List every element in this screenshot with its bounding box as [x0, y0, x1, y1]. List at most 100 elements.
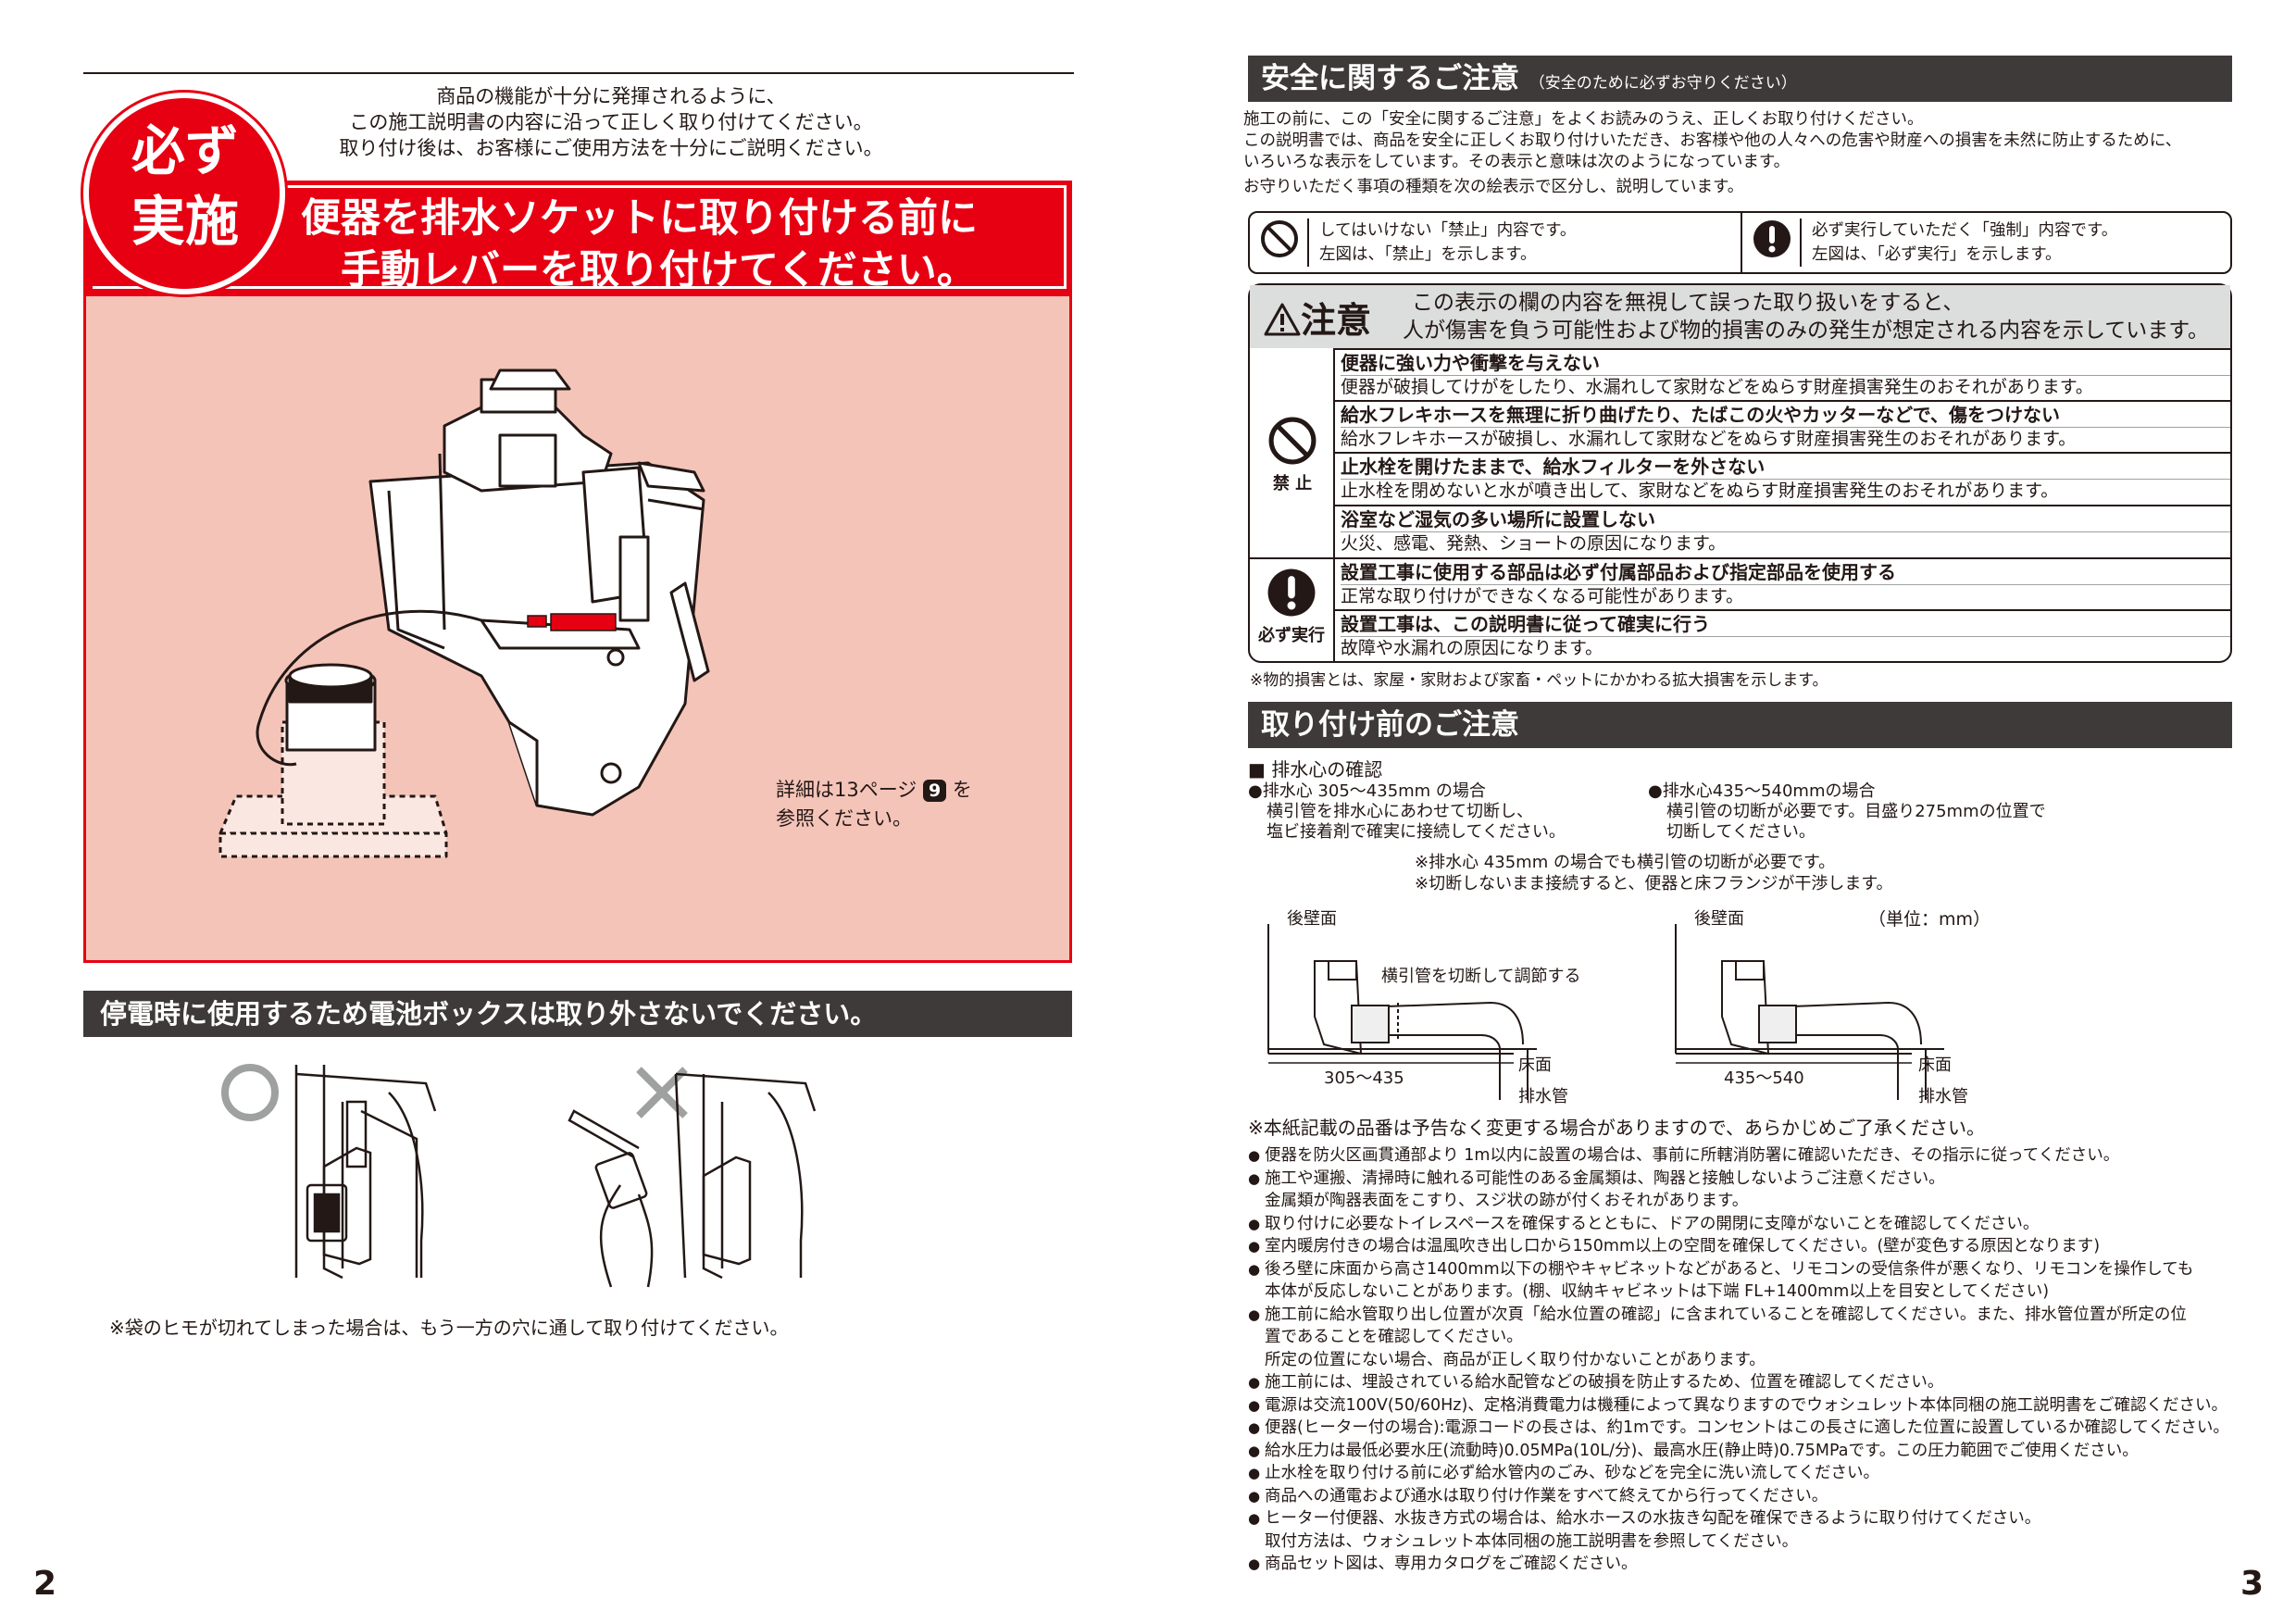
step-badge: 9	[923, 780, 947, 802]
list-item-cont: 所定の位置にない場合、商品が正しく取り付かないことがあります。	[1265, 1350, 1766, 1369]
range-label: 435〜540	[1724, 1068, 1804, 1088]
caution-row: 便器に強い力や衝撃を与えない 便器が破損してけがをしたり、水漏れして家財などをぬ…	[1335, 348, 2230, 398]
page-number-left: 2	[33, 1565, 57, 1603]
prohibit-label: 禁 止	[1272, 474, 1313, 493]
drain-pipe-label: 排水管	[1518, 1087, 1568, 1106]
floor-label: 床面	[1518, 1056, 1552, 1075]
detail-note-text: 参照ください。	[776, 807, 912, 830]
list-item: ヒーター付便器、水抜き方式の場合は、給水ホースの水抜き勾配を確保できるように取り…	[1248, 1507, 2248, 1530]
legend-line: 左図は、「禁止」を示します。	[1319, 245, 1537, 264]
unit-label: （単位：mm）	[1868, 909, 1991, 930]
drain-pipe-label: 排水管	[1918, 1087, 1968, 1106]
caution-row-title: 浴室など湿気の多い場所に設置しない	[1341, 508, 1655, 531]
safety-heading: 安全に関するご注意	[1261, 62, 1519, 95]
drain-line: 切断してください。	[1666, 822, 1816, 842]
list-item-cont: 金属類が陶器表面をこすり、スジ状の跡が付くおそれがあります。	[1265, 1192, 1749, 1210]
caution-row: 止水栓を開けたままで、給水フィルターを外さない 止水栓を閉めないと水が噴き出して…	[1335, 452, 2230, 502]
mandatory-cell: 必ず実行	[1252, 567, 1331, 646]
caution-word: 注意	[1301, 300, 1372, 341]
battery-box-illustrations	[221, 1064, 817, 1288]
string-footnote: ※袋のヒモが切れてしまった場合は、もう一方の穴に通して取り付けてください。	[109, 1317, 789, 1339]
wall-label: 後壁面	[1694, 909, 1744, 929]
list-item: 止水栓を取り付ける前に必ず給水管内のごみ、砂などを完全に洗い流してください。	[1248, 1462, 2248, 1485]
list-item: 商品への通電および通水は取り付け作業をすべて終えてから行ってください。	[1248, 1485, 2248, 1508]
prohibit-icon	[1261, 220, 1298, 257]
caution-description: この表示の欄の内容を無視して誤った取り扱いをすると、 人が傷害を負う可能性および…	[1403, 289, 2209, 344]
safety-heading-bar: 安全に関するご注意 （安全のために必ずお守りください）	[1248, 56, 2232, 102]
list-item-cont: 取付方法は、ウォシュレット本体同梱の施工説明書を参照してください。	[1265, 1531, 1799, 1551]
caution-row: 浴室など湿気の多い場所に設置しない 火災、感電、発熱、ショートの原因になります。	[1335, 505, 2230, 555]
caution-table	[1248, 283, 2232, 663]
list-item: 施工前に給水管取り出し位置が次頁「給水位置の確認」に含まれていることを確認してく…	[1248, 1304, 2248, 1327]
safety-intro-line: お守りいただく事項の種類を次の絵表示で区分し、説明しています。	[1243, 178, 1744, 196]
caution-label: 注意	[1264, 292, 1371, 343]
caution-row-title: 設置工事は、この説明書に従って確実に行う	[1341, 613, 1710, 635]
legend-divider	[1741, 213, 1742, 272]
list-item: 便器を防火区画貫通部より 1m以内に設置の場合は、事前に所轄消防署に確認いただき…	[1248, 1144, 2248, 1168]
property-damage-note: ※物的損害とは、家屋・家財および家畜・ペットにかかわる拡大損害を示します。	[1250, 671, 1828, 690]
drain-line: ●排水心 305〜435mm の場合	[1248, 781, 1486, 801]
must-do-seal	[83, 93, 285, 294]
intro-line: 取り付け後は、お客様にご使用方法を十分にご説明ください。	[339, 137, 883, 159]
intro-line: 商品の機能が十分に発揮されるように、	[436, 85, 786, 107]
safety-intro-line: いろいろな表示をしています。その表示と意味は次のようになっています。	[1243, 153, 1791, 171]
safety-intro: 施工の前に、この「安全に関するご注意」をよくお読みのうえ、正しくお取り付けくださ…	[1243, 109, 2243, 198]
caution-icon-column	[1250, 348, 1335, 661]
legend-mandatory-text: 必ず実行していただく「強制」内容です。 左図は、「必ず実行」を示します。	[1812, 219, 2117, 267]
list-item: 便器(ヒーター付の場合):電源コードの長さは、約1mです。コンセントはこの長さに…	[1248, 1417, 2248, 1440]
icon-column-divider	[1250, 557, 1333, 559]
wall-label: 後壁面	[1287, 909, 1337, 929]
list-item: 商品セット図は、専用カタログをご確認ください。	[1248, 1553, 2248, 1576]
drain-notes: ※排水心 435mm の場合でも横引管の切断が必要です。 ※切断しないまま接続す…	[1415, 852, 1893, 894]
caution-row-desc: 火災、感電、発熱、ショートの原因になります。	[1341, 531, 2230, 555]
legend-prohibit-text: してはいけない「禁止」内容です。 左図は、「禁止」を示します。	[1319, 219, 1576, 267]
list-item-cont: 置であることを確認してください。	[1265, 1328, 1523, 1346]
intro-text: 商品の機能が十分に発揮されるように、 この施工説明書の内容に沿って正しく取り付け…	[278, 83, 944, 161]
caution-row-desc: 止水栓を閉めないと水が噴き出して、家財などをぬらす財産損害発生のおそれがあります…	[1341, 479, 2230, 502]
mandatory-icon	[1753, 220, 1791, 257]
drain-case-b: ●排水心435〜540mmの場合 横引管の切断が必要です。目盛り275mmの位置…	[1648, 781, 2046, 843]
banner-frame	[93, 185, 1067, 289]
floor-label: 床面	[1918, 1056, 1952, 1075]
drain-note: ※排水心 435mm の場合でも横引管の切断が必要です。	[1415, 853, 1836, 872]
mandatory-icon	[1267, 568, 1316, 617]
caution-row-desc: 故障や水漏れの原因になります。	[1341, 636, 2230, 659]
symbol-legend	[1248, 211, 2232, 274]
list-item: 室内暖房付きの場合は温風吹き出し口から150mm以上の空間を確保してください。(…	[1248, 1235, 2248, 1258]
warning-triangle-icon	[1264, 303, 1301, 336]
prohibit-cell: 禁 止	[1267, 415, 1318, 494]
caution-desc-line: 人が傷害を負う可能性および物的損害のみの発生が想定される内容を示しています。	[1403, 319, 2210, 343]
caution-row-title: 給水フレキホースを無理に折り曲げたり、たばこの火やカッターなどで、傷をつけない	[1341, 404, 2060, 426]
drain-center-heading: ■ 排水心の確認	[1248, 758, 1383, 781]
pre-install-heading: 取り付け前のご注意	[1248, 702, 2232, 748]
seal-text: 必ず 実施	[131, 119, 239, 253]
toilet-lever-illustration	[218, 369, 710, 858]
red-tag	[550, 613, 617, 631]
intro-line: この施工説明書の内容に沿って正しく取り付けてください。	[349, 111, 873, 133]
caution-row: 設置工事は、この説明書に従って確実に行う 故障や水漏れの原因になります。	[1335, 609, 2230, 659]
drain-line: 横引管の切断が必要です。目盛り275mmの位置で	[1666, 802, 2046, 821]
legend-line: してはいけない「禁止」内容です。	[1319, 221, 1577, 240]
legend-mandatory-cell	[1752, 219, 1802, 267]
safety-intro-line: この説明書では、商品を安全に正しくお取り付けいただき、お客様や他の人々への危害や…	[1243, 131, 2182, 150]
caution-row: 設置工事に使用する部品は必ず付属部品および指定部品を使用する 正常な取り付けがで…	[1335, 557, 2230, 607]
list-item: 施工前には、埋設されている給水配管などの破損を防止するため、位置を確認してくださ…	[1248, 1371, 2248, 1394]
caution-row-title: 便器に強い力や衝撃を与えない	[1341, 352, 1600, 374]
drain-line: ●排水心435〜540mmの場合	[1648, 781, 1876, 801]
detail-note-text: 詳細は13ページ	[776, 779, 917, 801]
battery-box-heading: 停電時に使用するため電池ボックスは取り外さないでください。	[83, 991, 1072, 1037]
mandatory-label: 必ず実行	[1258, 626, 1325, 645]
list-item: 給水圧力は最低必要水圧(流動時)0.05MPa(10L/分)、最高水圧(静止時)…	[1248, 1440, 2248, 1463]
ok-circle-icon	[221, 1064, 279, 1121]
drain-note: ※切断しないまま接続すると、便器と床フランジが干渉します。	[1415, 874, 1893, 893]
caution-header	[1250, 285, 2230, 348]
detail-reference-note: 詳細は13ページ 9 を 参照ください。	[776, 776, 972, 833]
prohibit-icon	[1268, 417, 1316, 465]
caution-row-title: 設置工事に使用する部品は必ず付属部品および指定部品を使用する	[1341, 561, 1896, 583]
drain-diagram-right	[1675, 924, 1944, 1100]
caution-row-desc: 正常な取り付けができなくなる可能性があります。	[1341, 584, 2230, 607]
list-item-cont: 本体が反応しないことがあります。(棚、収納キャビネットは下端 FL+1400mm…	[1265, 1282, 2050, 1301]
page-number-right: 3	[2240, 1565, 2265, 1603]
caution-desc-line: この表示の欄の内容を無視して誤った取り扱いをすると、	[1412, 291, 1965, 315]
list-item: 施工や運搬、清掃時に触れる可能性のある金属類は、陶器と接触しないようご注意くださ…	[1248, 1168, 2248, 1191]
